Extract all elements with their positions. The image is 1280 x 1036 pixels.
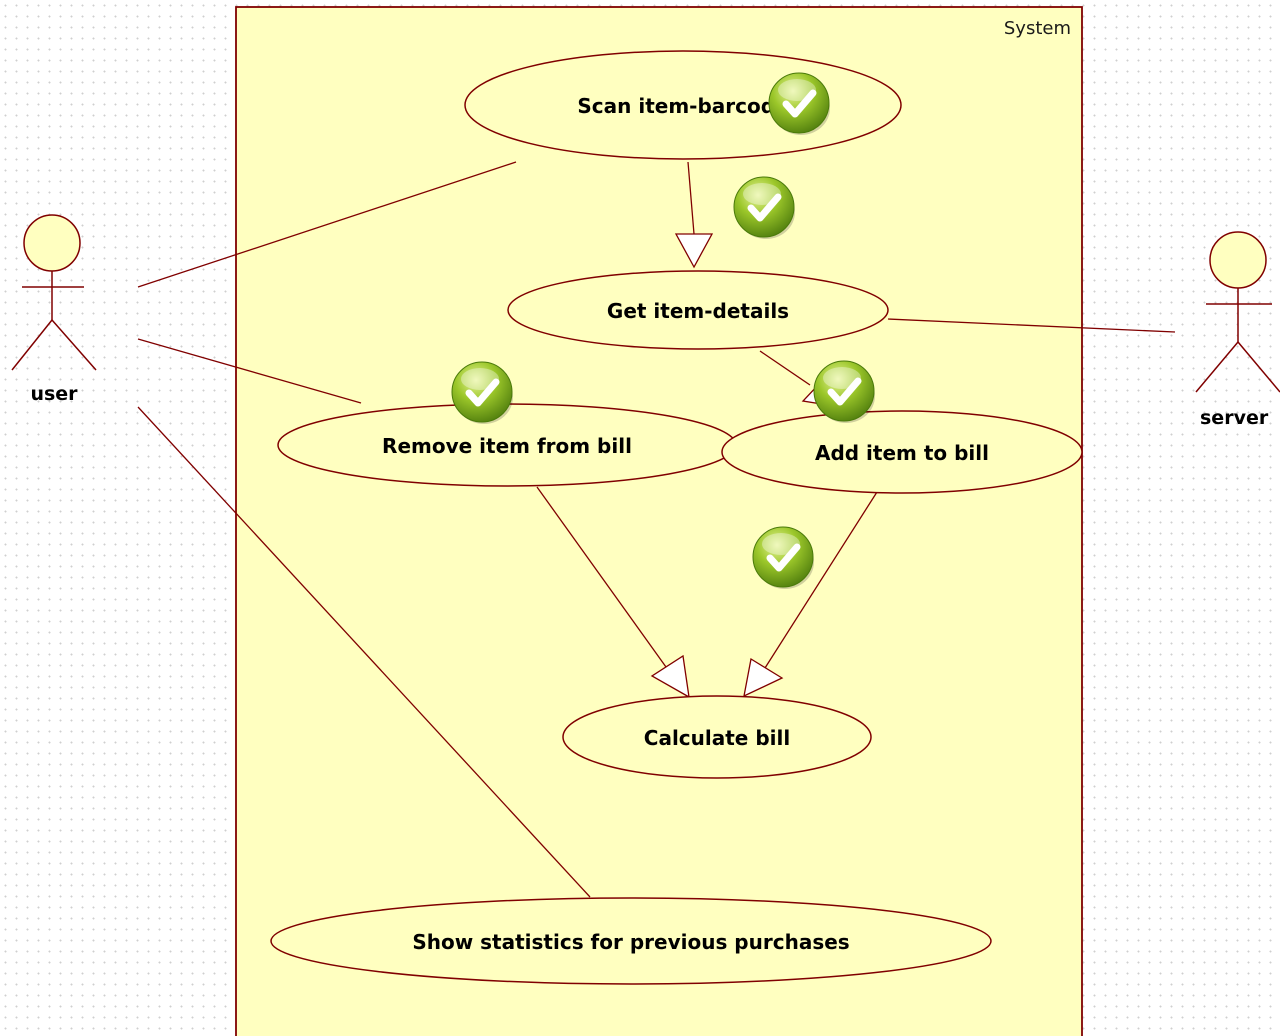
actor-server-left-leg bbox=[1195, 341, 1239, 393]
actor-user-right-leg bbox=[51, 319, 97, 371]
relation-remove-calculate bbox=[536, 486, 667, 668]
actor-user[interactable] bbox=[11, 214, 97, 371]
actor-user-left-leg bbox=[11, 319, 53, 371]
use-case-add-item-to-bill[interactable] bbox=[721, 410, 1083, 494]
association-user-scan bbox=[137, 161, 517, 288]
relation-details-add bbox=[759, 350, 811, 386]
relation-remove-calculate-arrowhead bbox=[650, 654, 690, 699]
use-case-stats-label: Show statistics for previous purchases bbox=[412, 930, 849, 954]
relation-add-calculate bbox=[764, 491, 878, 669]
use-case-details-label: Get item-details bbox=[607, 299, 789, 323]
association-user-remove bbox=[137, 338, 362, 404]
use-case-scan-label: Scan item-barcode bbox=[577, 94, 788, 118]
use-case-calculate-label: Calculate bill bbox=[644, 726, 790, 750]
relation-scan-details-arrowhead bbox=[674, 233, 714, 269]
actor-server-right-leg bbox=[1237, 341, 1280, 393]
system-boundary bbox=[235, 6, 1083, 1036]
actor-server-head bbox=[1209, 231, 1267, 289]
system-label: System bbox=[1004, 18, 1071, 39]
actor-server-label: server bbox=[1200, 407, 1269, 429]
actor-user-label: user bbox=[30, 383, 78, 405]
use-case-remove-label: Remove item from bill bbox=[382, 434, 632, 458]
use-case-get-item-details[interactable] bbox=[507, 270, 889, 350]
use-case-calculate-bill[interactable] bbox=[562, 695, 872, 779]
actor-user-head bbox=[23, 214, 81, 272]
actor-server[interactable] bbox=[1195, 231, 1280, 393]
use-case-show-statistics[interactable] bbox=[270, 897, 992, 985]
association-server-details bbox=[887, 318, 1176, 333]
relation-add-calculate-arrowhead bbox=[743, 657, 784, 698]
association-user-stats bbox=[137, 406, 591, 898]
use-case-add-label: Add item to bill bbox=[815, 441, 989, 465]
relation-scan-details bbox=[687, 161, 695, 235]
